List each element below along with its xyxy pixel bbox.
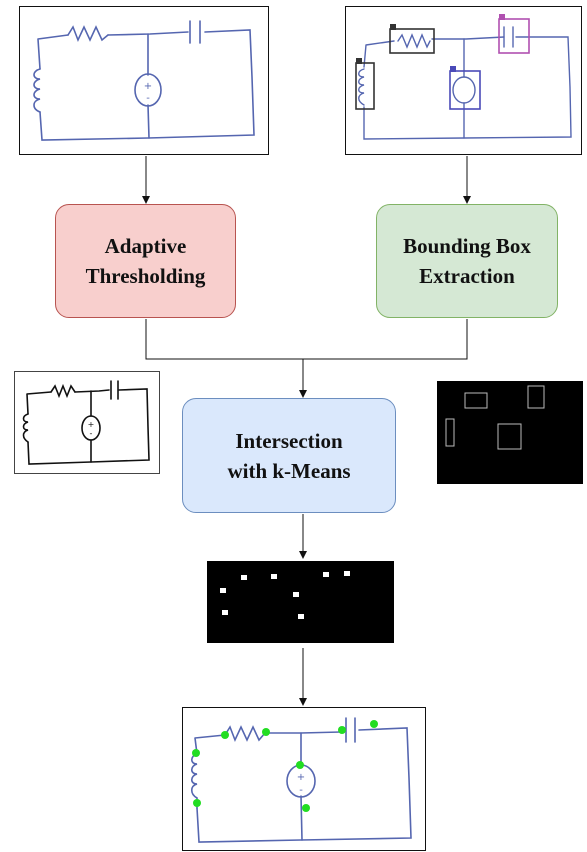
resistor-bounding-box <box>389 28 435 54</box>
intersection-mask-panel <box>207 561 394 643</box>
svg-text:-: - <box>90 429 93 438</box>
output-keypoints-panel: + - <box>182 707 426 851</box>
thresholded-sketch-panel: + - <box>14 371 160 474</box>
svg-text:+: + <box>144 81 152 92</box>
svg-text:+: + <box>297 772 305 783</box>
svg-text:+: + <box>88 420 95 429</box>
merge-connector <box>145 319 468 360</box>
inductor-symbol <box>33 68 41 113</box>
inductor-bounding-box <box>355 62 375 110</box>
voltage-source-bounding-box <box>449 70 481 110</box>
resistor-symbol <box>67 25 109 43</box>
terminal-points-mask <box>220 571 350 619</box>
voltage-source-symbol <box>134 73 162 107</box>
hand-drawn-circuit-sketch: + - <box>33 20 255 141</box>
detected-terminal-points <box>192 720 378 812</box>
annotated-circuit-sketch <box>355 14 572 140</box>
bounding-box-extraction-step: Bounding Box Extraction <box>376 204 558 318</box>
adaptive-thresholding-step: Adaptive Thresholding <box>55 204 236 318</box>
bounding-box-annotated-panel <box>345 6 582 155</box>
bounding-box-outlines <box>445 385 545 450</box>
input-sketch-panel: + - <box>19 6 269 155</box>
capacitor-bounding-box <box>498 18 530 54</box>
binarized-circuit-sketch: + - <box>22 380 150 465</box>
capacitor-symbol <box>189 20 201 44</box>
bounding-box-mask-panel <box>437 381 583 484</box>
svg-text:-: - <box>146 93 150 104</box>
circuit-with-detected-terminals: + - <box>190 717 412 843</box>
svg-text:-: - <box>299 785 303 796</box>
intersection-kmeans-step: Intersection with k-Means <box>182 398 396 513</box>
